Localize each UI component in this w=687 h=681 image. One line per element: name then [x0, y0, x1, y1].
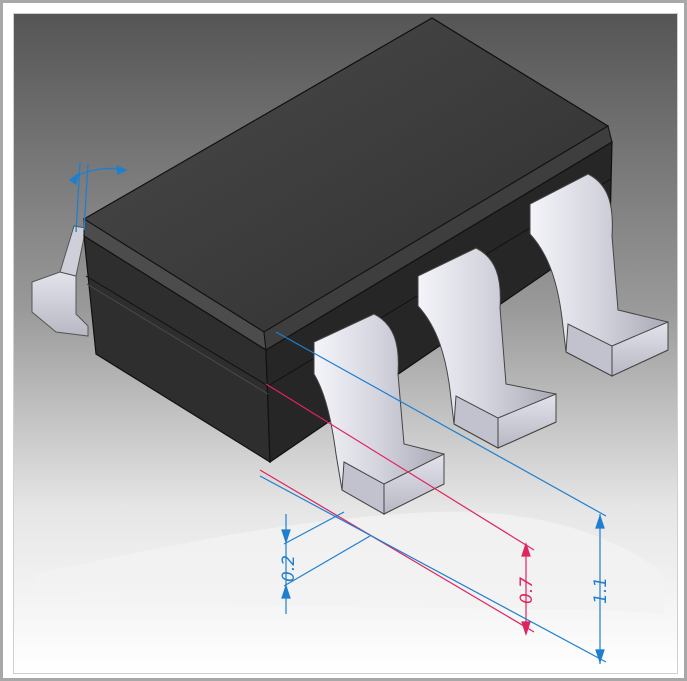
package-body [82, 17, 613, 464]
dimension-value-lead-thickness: 0.2 [279, 555, 299, 582]
ground-shadow [34, 511, 664, 614]
cad-drawing: 0.7 1.1 0.2 [14, 14, 677, 673]
dimension-value-total-span: 1.1 [591, 577, 611, 604]
cad-viewport[interactable]: 0.7 1.1 0.2 [13, 13, 678, 674]
angle-annotation [68, 161, 128, 233]
dimension-value-lead-length: 0.7 [517, 577, 537, 604]
lead-front-1 [313, 313, 445, 515]
lead-back-left [31, 225, 89, 337]
dimension-lead-thickness: 0.2 [279, 511, 371, 614]
dimension-lead-length: 0.7 [259, 383, 537, 636]
lead-front-2 [417, 247, 557, 449]
dimension-total-span: 1.1 [259, 331, 611, 664]
lead-front-3 [529, 173, 669, 377]
